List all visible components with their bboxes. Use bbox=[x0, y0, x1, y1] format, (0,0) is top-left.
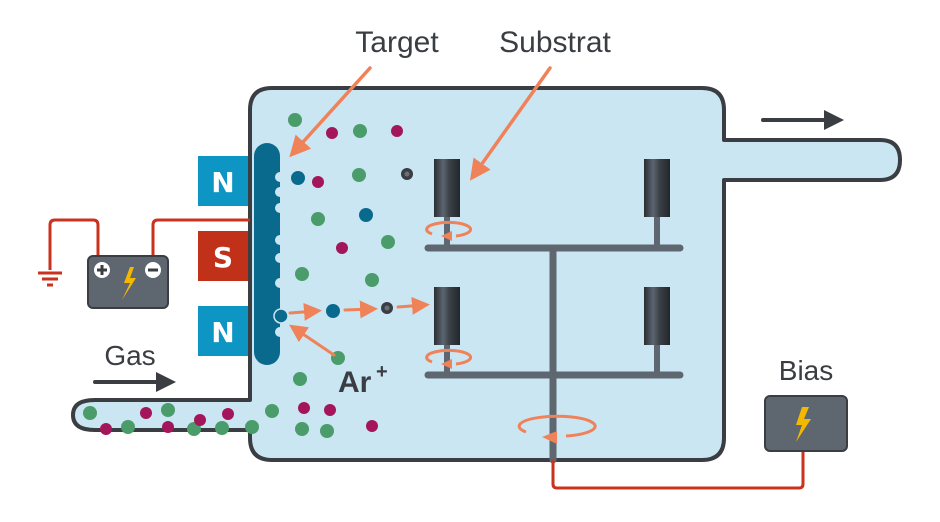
target-atoms bbox=[291, 171, 373, 318]
substrate-label: Substrat bbox=[499, 26, 611, 59]
substrate-bottom-left bbox=[434, 287, 460, 345]
bias-power-supply-icon bbox=[764, 395, 848, 452]
bias-label: Bias bbox=[779, 355, 833, 386]
magnet-north-bottom: N bbox=[198, 306, 248, 356]
substrate-top-left bbox=[434, 159, 460, 217]
gas-label: Gas bbox=[104, 340, 155, 371]
deposited-atoms bbox=[381, 168, 413, 314]
battery-icon bbox=[87, 255, 169, 309]
rotation-arrowheads bbox=[441, 231, 557, 444]
gas-particles bbox=[100, 125, 403, 435]
bias-wire bbox=[551, 451, 805, 490]
particles bbox=[83, 113, 413, 438]
magnet-south: S bbox=[198, 231, 248, 281]
substrate-bottom-right bbox=[644, 287, 670, 345]
magnet-north-top: N bbox=[198, 156, 248, 206]
bolt-icon bbox=[122, 267, 136, 300]
target-label: Target bbox=[355, 26, 439, 59]
substrate-holder bbox=[424, 207, 684, 464]
battery-wiring bbox=[48, 218, 250, 270]
substrate-top-right bbox=[644, 159, 670, 217]
argon-ion-charge: + bbox=[376, 361, 388, 383]
svg-text:S: S bbox=[213, 241, 233, 274]
ground-icon bbox=[38, 271, 62, 287]
process-arrows bbox=[288, 66, 552, 357]
argon-ion-label: Ar bbox=[338, 366, 372, 399]
svg-text:N: N bbox=[211, 316, 234, 349]
svg-text:N: N bbox=[211, 166, 234, 199]
target-plate bbox=[254, 143, 289, 365]
bolt-icon bbox=[796, 407, 811, 442]
rotation-arrow-icon bbox=[425, 220, 597, 438]
argon-atoms bbox=[83, 113, 395, 438]
